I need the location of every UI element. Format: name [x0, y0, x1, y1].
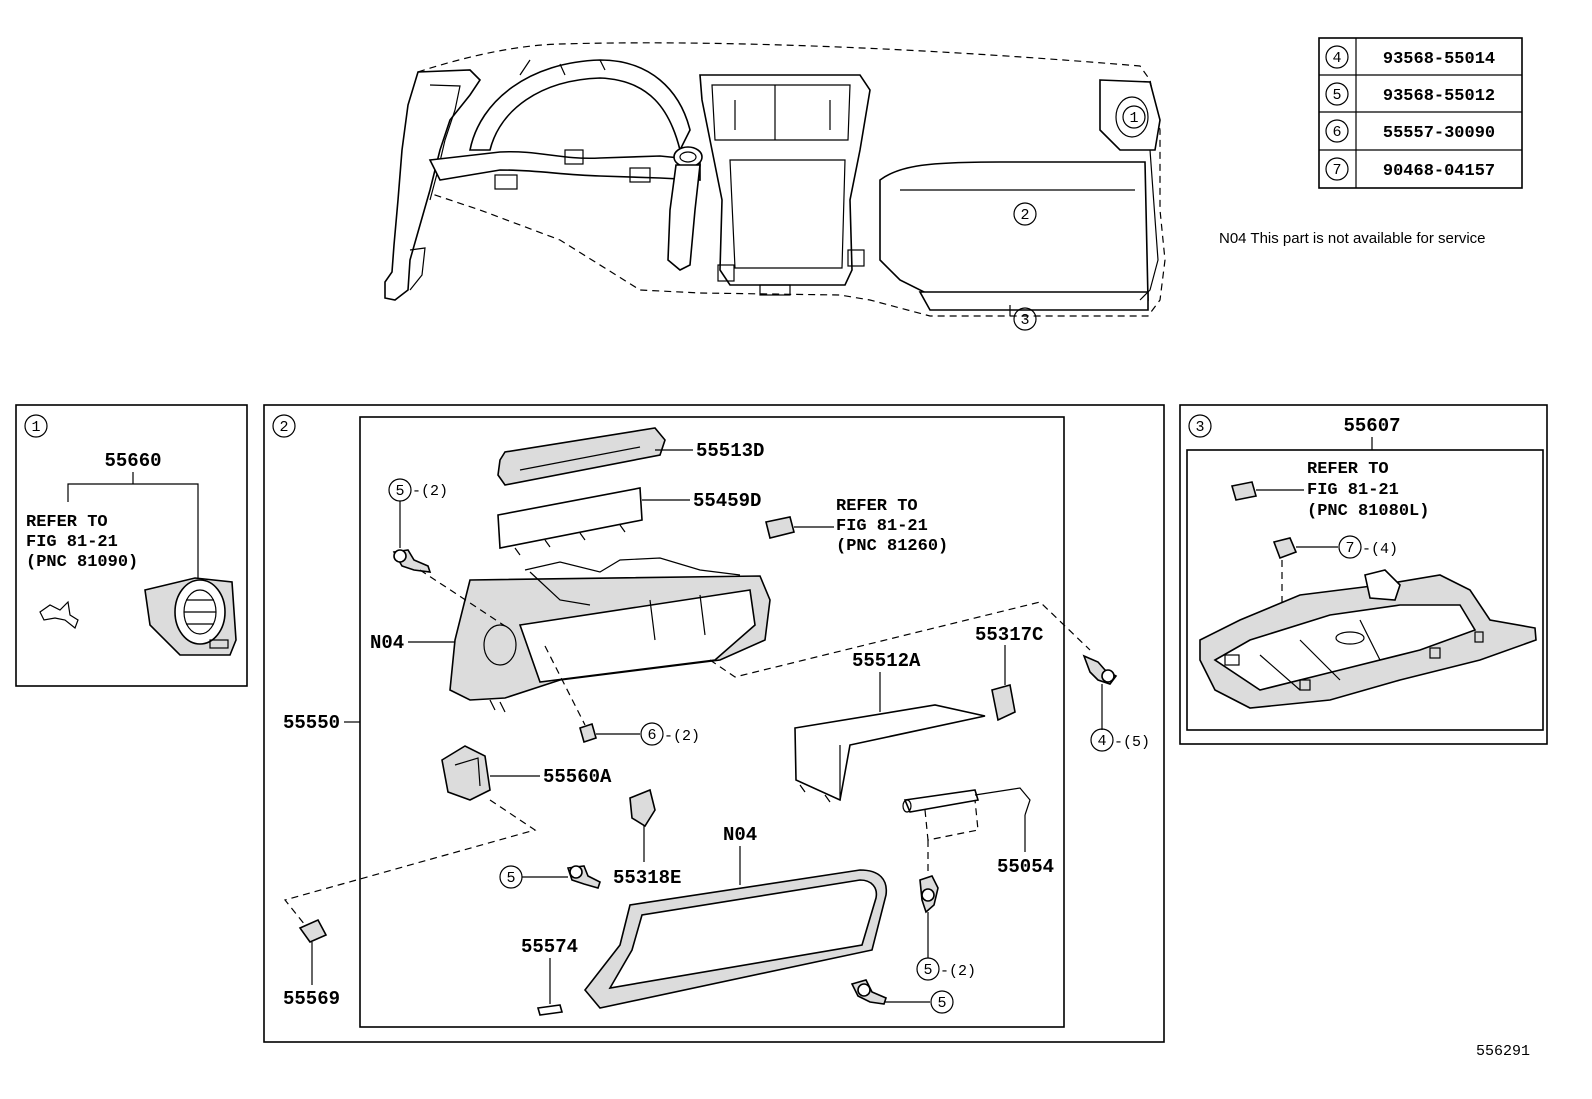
refer-note-line: FIG 81-21 — [26, 533, 118, 552]
refer-note-line: REFER TO — [26, 513, 108, 532]
detail-panel-2: 2 55513D 55459D REFER TO FIG 81-21 (PNC … — [263, 404, 1165, 1043]
detail-panel-1: 1 55660 REFER TO FIG 81-21 (PNC 81090) — [15, 404, 248, 687]
part-label-55318E: 55318E — [613, 867, 681, 889]
callout-ref: 5 — [395, 483, 404, 500]
table-part-number: 55557-30090 — [1383, 124, 1495, 143]
part-label-55569: 55569 — [283, 988, 340, 1010]
panel-ref: 2 — [279, 419, 288, 436]
instrument-panel-overview: 1 2 3 — [384, 42, 1166, 331]
table-part-number: 93568-55012 — [1383, 87, 1495, 106]
parts-table: 4 93568-55014 5 93568-55012 6 55557-3009… — [1318, 37, 1523, 189]
quantity-label: -(4) — [1362, 541, 1398, 558]
quantity-label: -(2) — [412, 483, 448, 500]
part-label-55054: 55054 — [997, 856, 1054, 878]
part-label-55459D: 55459D — [693, 490, 761, 512]
parts-table-row: 7 90468-04157 — [1325, 157, 1495, 181]
part-label-55660: 55660 — [104, 450, 161, 472]
table-part-number: 90468-04157 — [1383, 162, 1495, 181]
refer-note-line: (PNC 81090) — [26, 553, 138, 572]
refer-note-line: REFER TO — [1307, 460, 1389, 479]
callout-ref: 5 — [937, 995, 946, 1012]
callout-ref: 7 — [1345, 540, 1354, 557]
quantity-label: -(2) — [664, 728, 700, 745]
refer-note-line: REFER TO — [836, 497, 918, 516]
callout-ref: 4 — [1097, 733, 1106, 750]
part-label-55560A: 55560A — [543, 766, 612, 788]
panel-ref: 3 — [1195, 419, 1204, 436]
quantity-label: -(2) — [940, 963, 976, 980]
overview-callout: 2 — [1020, 207, 1029, 224]
parts-table-row: 5 93568-55012 — [1325, 82, 1495, 106]
table-ref: 4 — [1332, 50, 1341, 67]
refer-note-line: FIG 81-21 — [1307, 481, 1399, 500]
part-label-n04: N04 — [370, 632, 404, 654]
table-ref: 6 — [1332, 124, 1341, 141]
refer-note-line: (PNC 81260) — [836, 537, 948, 556]
figure-id: 556291 — [1476, 1043, 1530, 1060]
refer-note-line: (PNC 81080L) — [1307, 502, 1429, 521]
table-part-number: 93568-55014 — [1383, 50, 1495, 69]
parts-table-row: 6 55557-30090 — [1325, 119, 1495, 143]
overview-callout: 3 — [1020, 312, 1029, 329]
part-label-55550: 55550 — [283, 712, 340, 734]
quantity-label: -(5) — [1114, 734, 1150, 751]
part-label-55574: 55574 — [521, 936, 578, 958]
table-ref: 5 — [1332, 87, 1341, 104]
panel-ref: 1 — [31, 419, 40, 436]
table-ref: 7 — [1332, 162, 1341, 179]
detail-panel-3: 3 55607 REFER TO FIG 81-21 (PNC 81080L) … — [1179, 404, 1548, 745]
callout-ref: 5 — [506, 870, 515, 887]
part-label-55512A: 55512A — [852, 650, 921, 672]
overview-callout: 1 — [1129, 110, 1138, 127]
callout-ref: 6 — [647, 727, 656, 744]
refer-note-line: FIG 81-21 — [836, 517, 928, 536]
parts-table-row: 4 93568-55014 — [1325, 45, 1495, 69]
part-label-n04: N04 — [723, 824, 757, 846]
service-note: N04 This part is not available for servi… — [1219, 230, 1486, 247]
part-label-55317C: 55317C — [975, 624, 1043, 646]
part-label-55607: 55607 — [1343, 415, 1400, 437]
callout-ref: 5 — [923, 962, 932, 979]
part-label-55513D: 55513D — [696, 440, 764, 462]
